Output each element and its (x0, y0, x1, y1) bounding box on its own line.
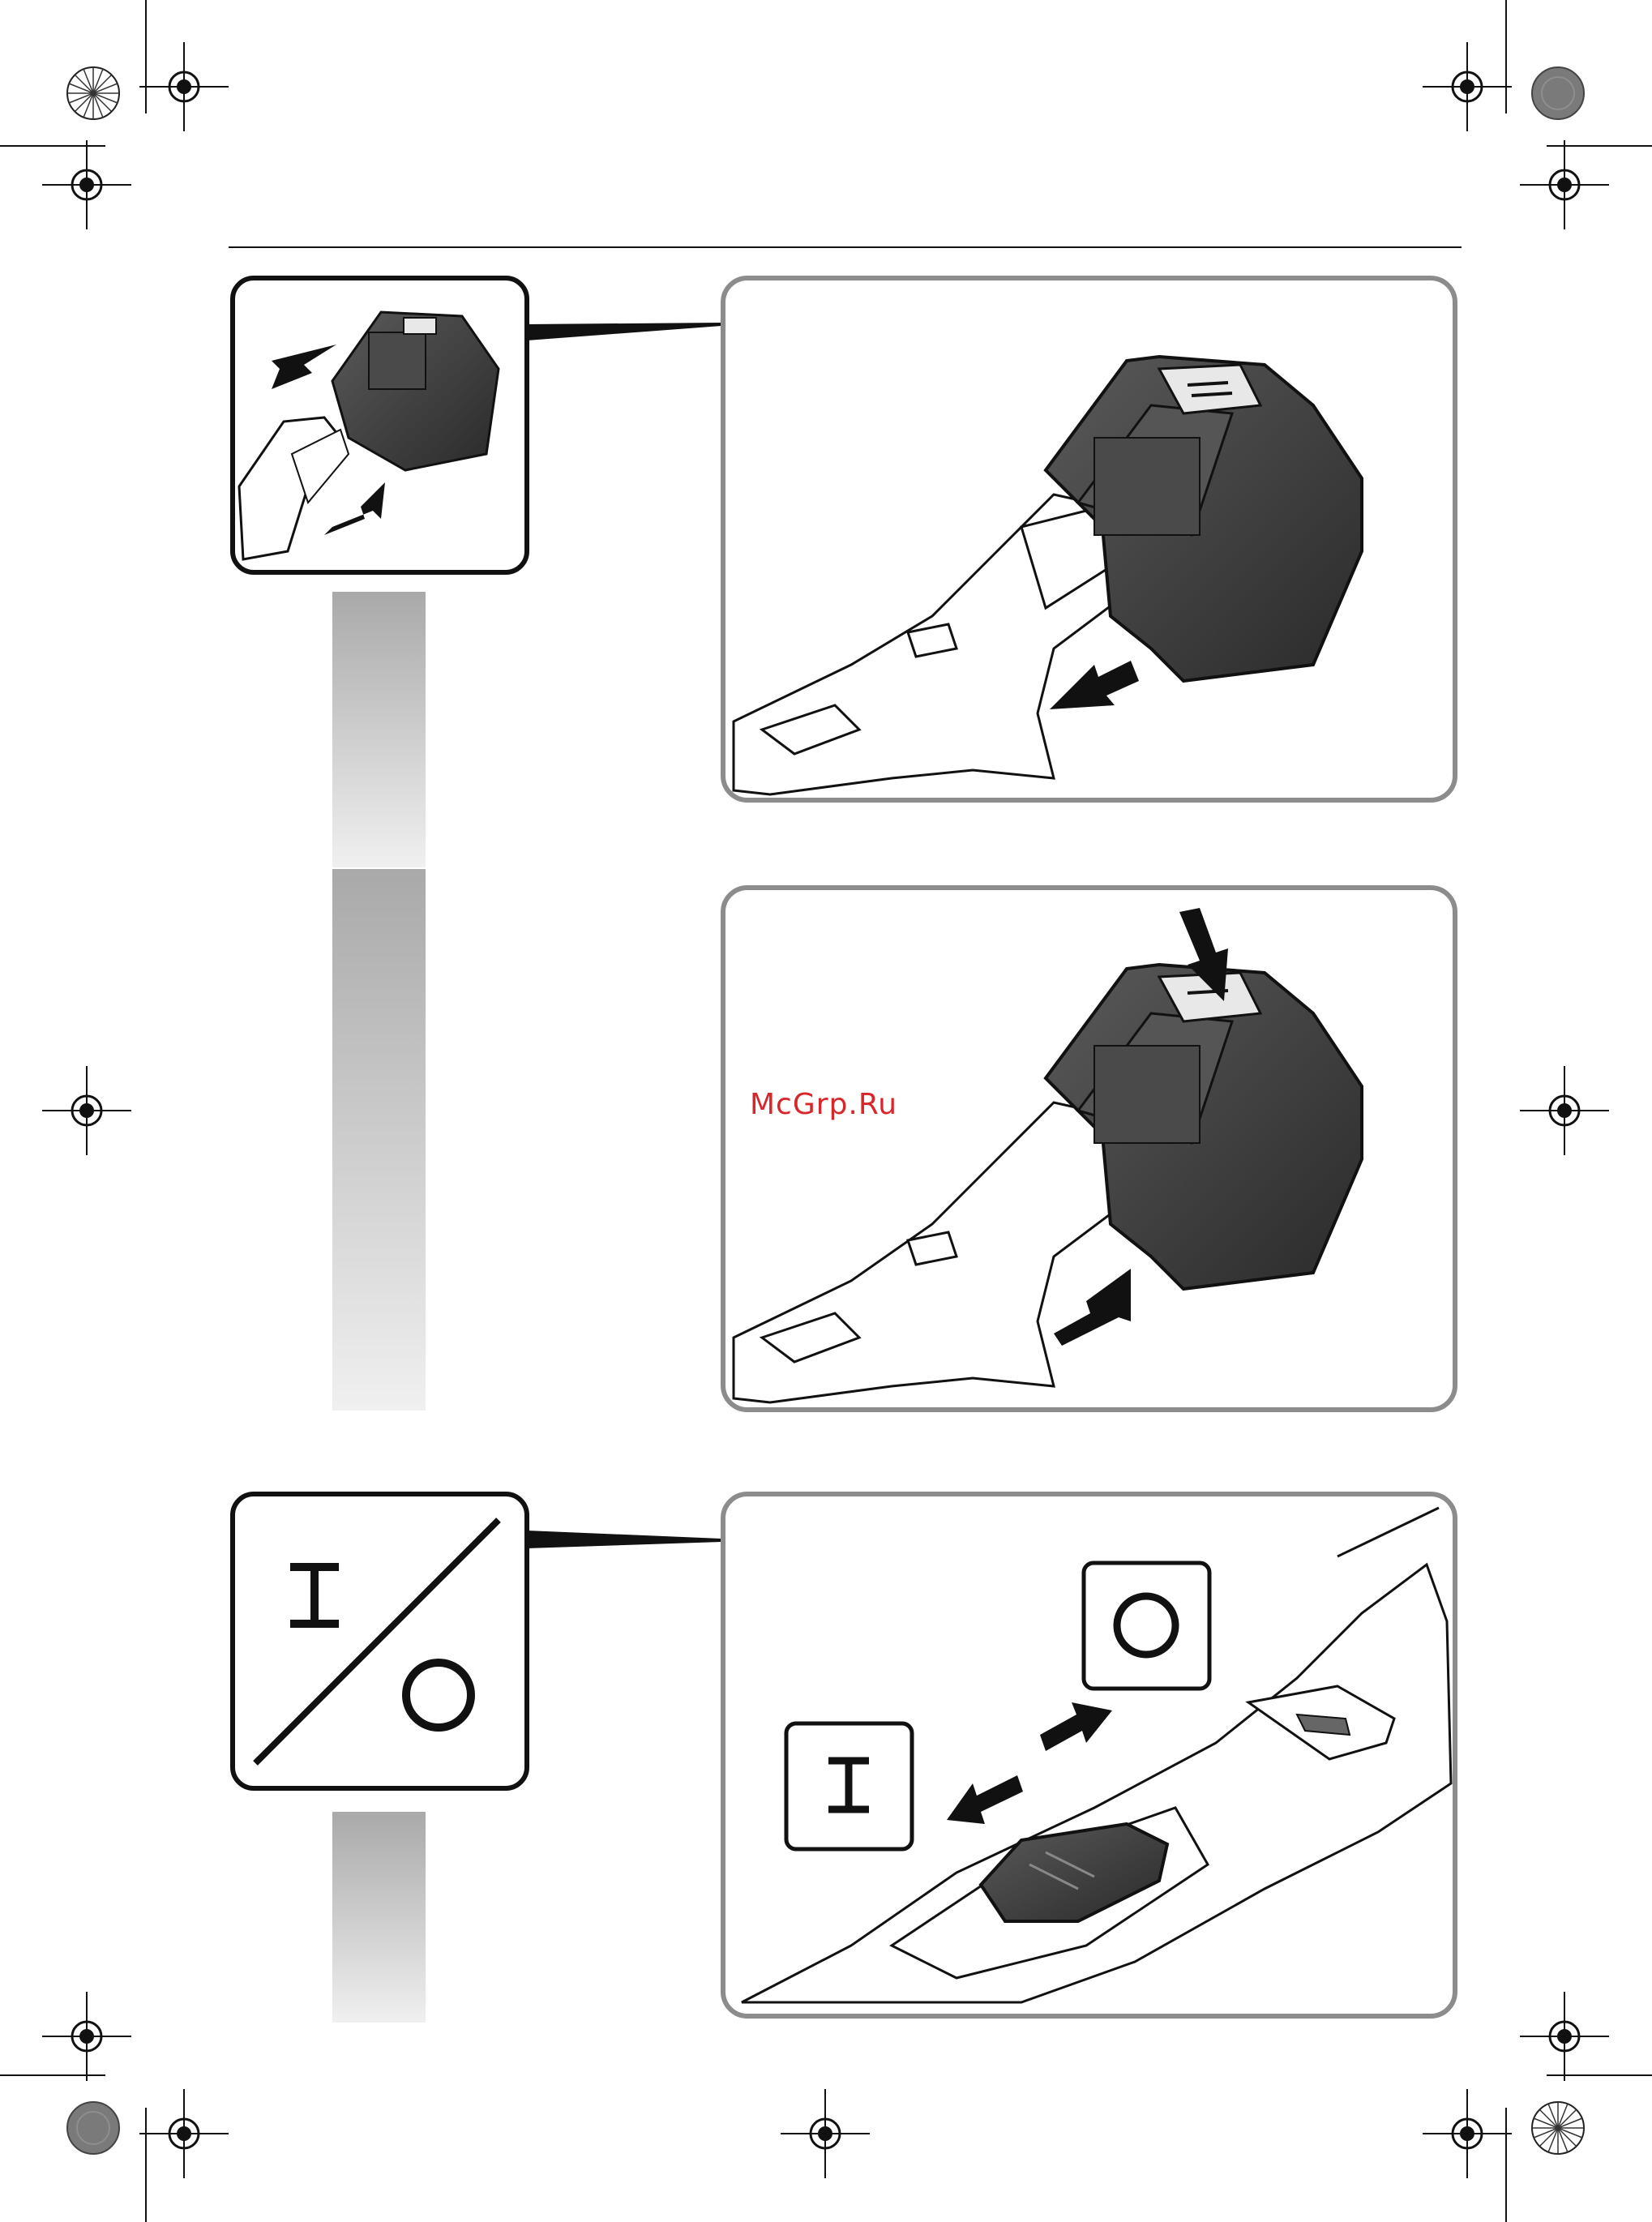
thumbnail-battery (233, 278, 721, 572)
watermark-text: McGrp.Ru (750, 1088, 897, 1121)
thumbnail-on-off (233, 1494, 721, 1788)
panel-battery-insert (723, 888, 1455, 1410)
side-bar-2 (332, 869, 426, 1411)
side-bar-1 (332, 592, 426, 867)
panel-battery-remove (723, 278, 1455, 800)
side-bar-3 (332, 1812, 426, 2023)
panel-switch (723, 1494, 1455, 2016)
